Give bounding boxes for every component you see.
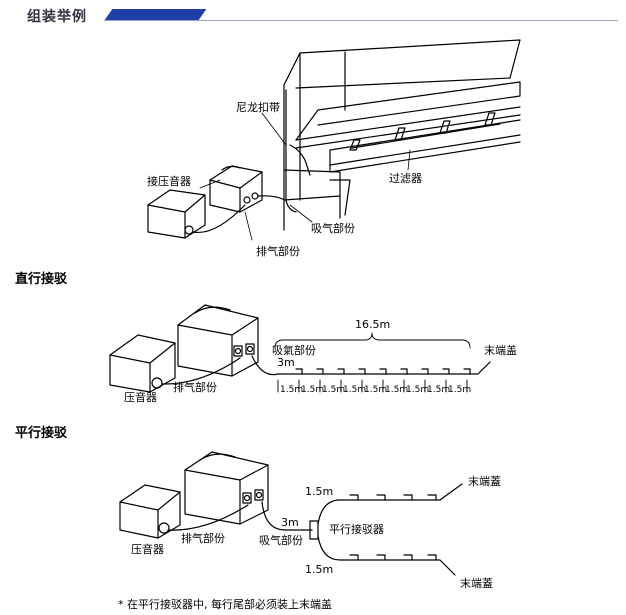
label-suction-1: 吸气部份: [311, 222, 355, 235]
segment-ticks: [277, 379, 468, 393]
label-end-cap-2: 末端盖: [484, 344, 517, 357]
label-end-cap-top: 末端蓋: [468, 475, 501, 488]
length-brace: [274, 332, 471, 349]
filter-units: [349, 112, 501, 151]
tube-line-2: [251, 355, 471, 376]
tube-main-3: [261, 501, 313, 531]
tube-end-2: [469, 361, 491, 375]
pump-box-3: [184, 451, 269, 525]
page-title: 组装举例: [27, 9, 87, 25]
label-tube-length-2: 3m: [277, 356, 295, 369]
label-exhaust-1: 排气部份: [256, 245, 300, 258]
header-rule: [104, 20, 618, 21]
tube-upper-branch: [317, 483, 463, 525]
label-cable-tie: 尼龙扣带: [236, 101, 280, 114]
label-suction-3: 吸气部份: [259, 534, 303, 547]
segment-length: 1.5m: [385, 385, 409, 395]
label-filter: 过滤器: [389, 172, 422, 185]
tube-compressor: [192, 204, 246, 234]
label-compressor-2: 压音器: [124, 391, 157, 404]
segment-length: 1.5m: [448, 385, 472, 395]
compressor-box-3: [119, 484, 181, 539]
tube-exhaust: [257, 195, 286, 201]
section-title-straight: 直行接驳: [15, 272, 68, 287]
segment-length: 1.5m: [427, 385, 451, 395]
label-lower-length: 1.5m: [305, 563, 334, 576]
filter-tees-3: [349, 494, 437, 561]
label-connector: 平行接驳器: [329, 523, 384, 536]
segment-length: 1.5m: [280, 385, 304, 395]
tube-compressor-2: [161, 357, 241, 385]
label-compressor-1: 接压音器: [147, 175, 191, 188]
tube-compressor-3: [167, 504, 249, 531]
rack-frame: [283, 39, 521, 231]
segment-length: 1.5m: [301, 385, 325, 395]
pump-box-1: [209, 165, 263, 213]
label-exhaust-3: 排气部份: [181, 532, 225, 545]
label-compressor-3: 压音器: [131, 543, 164, 556]
label-exhaust-2: 排气部份: [173, 381, 217, 394]
segment-length: 1.5m: [364, 385, 388, 395]
page-header: 组装举例: [0, 0, 626, 30]
segment-length: 1.5m: [406, 385, 430, 395]
segment-length: 1.5m: [322, 385, 346, 395]
pump-box-2: [177, 304, 259, 377]
label-upper-length: 1.5m: [305, 485, 334, 498]
tube-lower-branch: [317, 535, 456, 576]
label-tube-length-3: 3m: [281, 516, 299, 529]
compressor-box-1: [147, 189, 206, 239]
parallel-connector: [309, 520, 319, 540]
filter-tees-2: [295, 368, 471, 375]
label-suction-2: 吸氣部份: [272, 344, 316, 357]
segment-length: 1.5m: [343, 385, 367, 395]
section-title-parallel: 平行接驳: [15, 426, 68, 441]
compressor-box-2: [109, 334, 176, 393]
label-end-cap-bottom: 末端蓋: [460, 577, 493, 590]
footnote: * 在平行接驳器中, 每行尾部必须装上末端盖: [118, 598, 332, 611]
label-total-length: 16.5m: [355, 318, 391, 331]
